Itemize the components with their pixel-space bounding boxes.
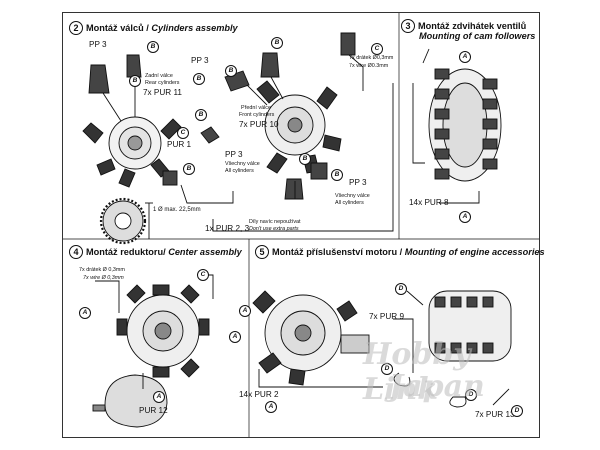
badge-d: D: [381, 363, 393, 375]
badge-a: A: [229, 331, 241, 343]
label-rear-cylinders-en: Rear cylinders: [145, 80, 180, 86]
badge-b: B: [195, 109, 207, 121]
step-3-heading-en: Mounting of cam followers: [419, 31, 536, 41]
label-dimension: 1 Ø max. 22,5mm: [153, 207, 201, 213]
badge-b: B: [193, 73, 205, 85]
label-all-cylinders-cz-a: Všechny válce: [225, 161, 260, 167]
badge-a: A: [265, 401, 277, 413]
label-extra-parts-en: Don't use extra parts: [249, 226, 299, 232]
label-pur1: PUR 1: [167, 140, 192, 149]
gear-ring-drawing: [99, 197, 147, 245]
label-pur12: PUR 12: [139, 406, 168, 415]
badge-a: A: [79, 307, 91, 319]
label-extra-parts-cz: Díly navíc nepoužívat: [249, 219, 301, 225]
cam-follower-drawing: [428, 68, 502, 182]
label-pp3-right: PP 3: [191, 56, 209, 65]
engine-accessories-drawing: [252, 290, 370, 386]
label-wire-cz-a: 7x drátek Ø0,3mm: [349, 55, 394, 61]
badge-b: B: [271, 37, 283, 49]
engine-drawing-rear: [82, 116, 182, 188]
label-all-cylinders-cz-b: Všechny válce: [335, 193, 370, 199]
label-pp3-bottom: PP 3: [349, 178, 367, 187]
badge-b: B: [147, 41, 159, 53]
badge-d: D: [395, 283, 407, 295]
badge-b: B: [225, 65, 237, 77]
watermark-line1: Hobby Link: [363, 337, 471, 407]
label-pur10: 7x PUR 10: [239, 120, 279, 129]
badge-c: C: [371, 43, 383, 55]
label-front-cylinders-cz: Přední válce: [241, 105, 271, 111]
reduction-gear-drawing: [116, 284, 210, 378]
label-pur2-3: 1x PUR 2, 3: [205, 224, 250, 233]
label-all-cylinders-en-a: All cylinders: [225, 168, 254, 174]
badge-b: B: [299, 153, 311, 165]
label-pur2: 14x PUR 2: [239, 390, 279, 399]
label-pur11: 7x PUR 11: [143, 88, 182, 97]
engine-drawing-front: [256, 80, 342, 174]
label-wire-cz-b: 7x drátek Ø 0,3mm: [79, 267, 125, 273]
badge-a: A: [153, 391, 165, 403]
label-pp3-middle: PP 3: [225, 150, 243, 159]
label-pur8: 14x PUR 8: [409, 198, 449, 207]
badge-d: D: [465, 389, 477, 401]
label-wire-en-a: 7x wire Ø0.3mm: [349, 63, 389, 69]
label-pp3-top: PP 3: [89, 40, 107, 49]
label-pur13: 7x PUR 13: [475, 410, 515, 419]
badge-b: B: [129, 75, 141, 87]
label-pur9: 7x PUR 9: [369, 312, 405, 321]
label-rear-cylinders-cz: Zadní válce: [145, 73, 173, 79]
label-all-cylinders-en-b: All cylinders: [335, 200, 364, 206]
badge-d: D: [511, 405, 523, 417]
label-front-cylinders-en: Front cylinders: [239, 112, 275, 118]
badge-c: C: [177, 127, 189, 139]
watermark-line2: Japan: [389, 369, 485, 404]
badge-a: A: [459, 51, 471, 63]
badge-b: B: [331, 169, 343, 181]
badge-b: B: [183, 163, 195, 175]
badge-a: A: [239, 305, 251, 317]
prop-hub-drawing: [92, 374, 168, 428]
badge-a: A: [459, 211, 471, 223]
engine-side-drawing: [428, 290, 512, 362]
label-wire-en-b: 7x wire Ø 0,3mm: [83, 275, 124, 281]
instruction-line-art: [63, 13, 539, 437]
badge-c: C: [197, 269, 209, 281]
